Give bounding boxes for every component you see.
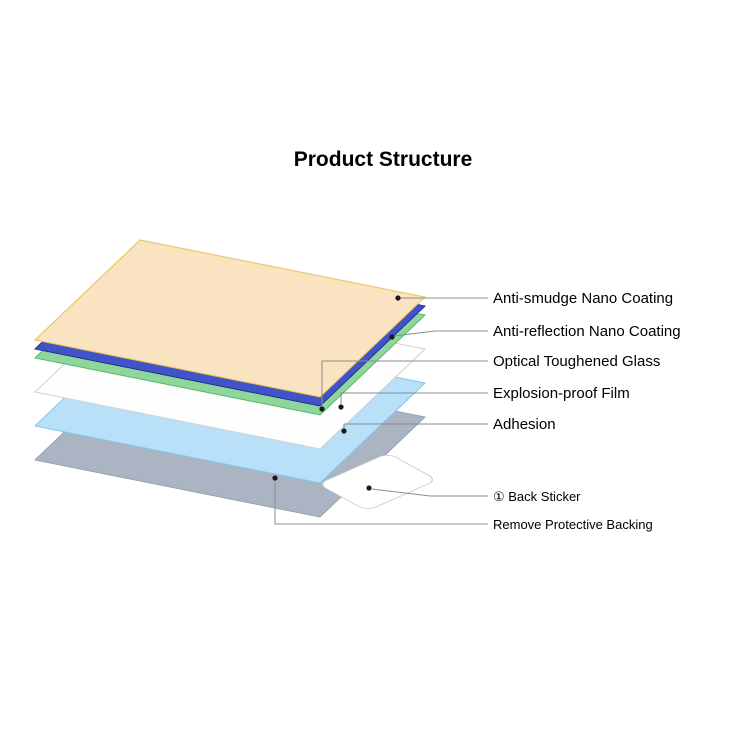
connector-anti-reflection (393, 330, 488, 337)
label-optical-glass: Optical Toughened Glass (493, 353, 660, 370)
label-remove-backing: Remove Protective Backing (493, 517, 653, 532)
label-anti-smudge: Anti-smudge Nano Coating (493, 290, 673, 307)
label-adhesion: Adhesion (493, 416, 556, 433)
dot-anti-reflection (389, 334, 395, 340)
dot-remove-backing (272, 475, 278, 481)
layer-anti-smudge-nano-coating (33, 239, 427, 398)
label-back-sticker: ① Back Sticker (493, 489, 581, 504)
connector-explosion-film (340, 392, 488, 404)
label-explosion-film: Explosion-proof Film (493, 385, 630, 402)
dot-back-sticker (366, 485, 372, 491)
dot-adhesion (341, 428, 347, 434)
dot-anti-smudge (395, 295, 401, 301)
dot-optical-glass (319, 406, 325, 412)
label-anti-reflection: Anti-reflection Nano Coating (493, 323, 681, 340)
connector-back-sticker (371, 488, 488, 497)
page-title: Product Structure (294, 148, 473, 171)
connector-remove-backing (274, 482, 488, 525)
connector-optical-glass (321, 360, 488, 406)
connector-adhesion (343, 423, 488, 428)
layer-back-sticker (322, 454, 433, 509)
dot-explosion-film (338, 404, 344, 410)
